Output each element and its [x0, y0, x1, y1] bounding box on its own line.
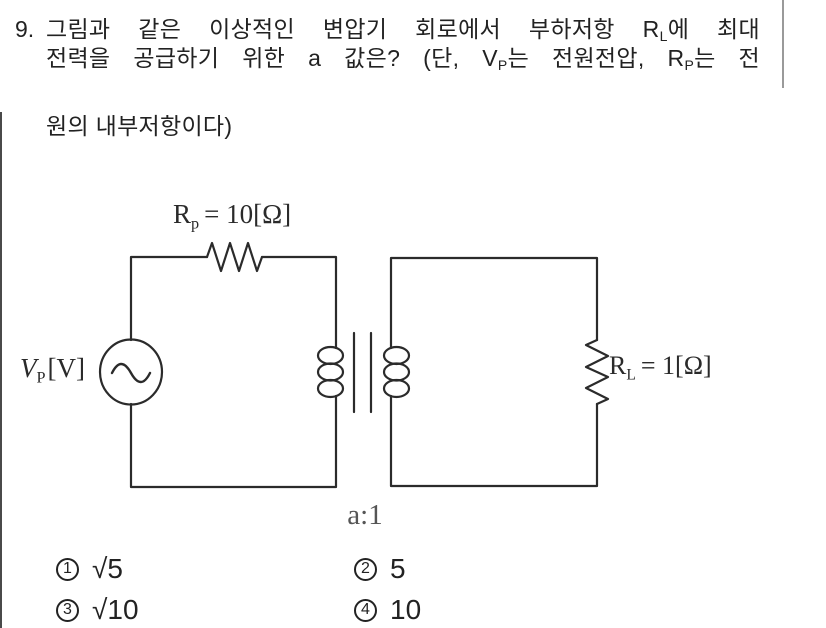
rp-subscript: P [684, 57, 695, 73]
choice-option-3[interactable]: 3 √10 [56, 596, 139, 624]
left-page-border [0, 112, 2, 628]
source-voltage-label: VP[V] [20, 353, 85, 387]
choice-1-value: √5 [92, 553, 123, 584]
transformer-secondary-coil [382, 345, 411, 399]
rp-resistor-zigzag [205, 241, 264, 273]
choice-option-4[interactable]: 4 10 [354, 596, 421, 624]
question-line-1-end: 에 최대 [667, 16, 760, 42]
choice-2-value: 5 [390, 553, 406, 584]
choice-3-value: √10 [92, 594, 139, 625]
rl-resistor-zigzag [584, 338, 610, 406]
right-page-border [782, 0, 784, 88]
question-line-3: 원의 내부저항이다) [46, 113, 233, 139]
choice-option-2[interactable]: 2 5 [354, 555, 406, 583]
rl-resistor-label: RL= 1[Ω] [609, 351, 712, 384]
choice-3-circle[interactable]: 3 [56, 598, 79, 622]
primary-loop-wire [129, 255, 338, 489]
question-line-2-text: 전력을 공급하기 위한 a 값은? (단, V [46, 45, 498, 71]
rp-resistor-label: Rp= 10[Ω] [173, 199, 292, 233]
rl-value: = 1[Ω] [640, 351, 712, 380]
vp-base: V [20, 353, 37, 383]
rp-base: R [173, 199, 192, 229]
circuit-lines [98, 241, 610, 489]
choice-2-circle[interactable]: 2 [354, 557, 377, 581]
choice-4-value: 10 [390, 594, 422, 625]
question-line-1: 그림과 같은 이상적인 변압기 회로에서 부하저항 RL에 최대 [46, 16, 760, 43]
question-line-2-end: 는 전 [694, 45, 760, 71]
rl-base: R [609, 351, 627, 380]
choice-option-1[interactable]: 1 √5 [56, 555, 123, 583]
rp-sub: p [191, 214, 200, 233]
rp-value: = 10[Ω] [204, 199, 292, 229]
vp-unit: [V] [47, 353, 85, 383]
vp-subscript: P [497, 57, 508, 73]
sine-wave-icon [110, 362, 152, 384]
secondary-loop-wire [389, 256, 599, 488]
question-line-2-mid: 는 전원전압, R [507, 45, 685, 71]
ac-source-circle [98, 338, 164, 406]
rl-sub: L [626, 366, 636, 384]
question-number: 9. [15, 16, 35, 42]
vp-sub: P [36, 368, 46, 387]
question-line-2: 전력을 공급하기 위한 a 값은? (단, VP는 전원전압, RP는 전 [46, 45, 760, 72]
rl-subscript: L [659, 28, 668, 44]
question-line-1-text: 그림과 같은 이상적인 변압기 회로에서 부하저항 R [46, 16, 660, 42]
choice-1-circle[interactable]: 1 [56, 557, 79, 581]
choice-4-circle[interactable]: 4 [354, 598, 377, 622]
turns-ratio-label: a:1 [347, 499, 383, 531]
transformer-primary-coil [316, 345, 345, 399]
